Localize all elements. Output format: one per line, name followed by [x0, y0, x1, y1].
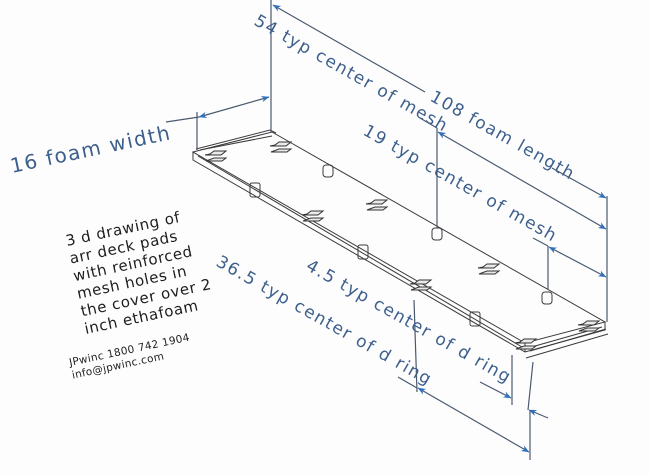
drawing-note: 3 d drawing of arr deck pads with reinfo…	[64, 208, 213, 338]
extension-lines	[196, 0, 608, 460]
d-ring-icon	[431, 227, 443, 241]
mesh-center-54-label: 54 typ center of mesh	[251, 11, 452, 137]
buckle-icon	[301, 210, 325, 222]
foam-width-label: 16 foam width	[8, 120, 173, 178]
d-ring-icon	[249, 182, 261, 198]
buckle-icon	[365, 199, 389, 211]
buckle-icon	[409, 279, 433, 291]
d-ring-icon	[357, 244, 369, 260]
buckle-icon	[477, 263, 501, 275]
dimension-lines	[165, 4, 607, 453]
buckle-hardware	[204, 141, 601, 350]
deck-pad-outline	[191, 129, 609, 359]
d-ring-icon	[469, 311, 481, 327]
contact-info: JPwinc 1800 742 1904 info@jpwinc.com	[67, 332, 191, 382]
buckle-icon	[269, 141, 293, 153]
d-ring-icon	[541, 291, 553, 305]
d-ring-icon	[322, 164, 334, 178]
buckle-icon	[577, 320, 601, 332]
buckle-icon	[514, 338, 538, 350]
buckle-icon	[204, 150, 228, 162]
